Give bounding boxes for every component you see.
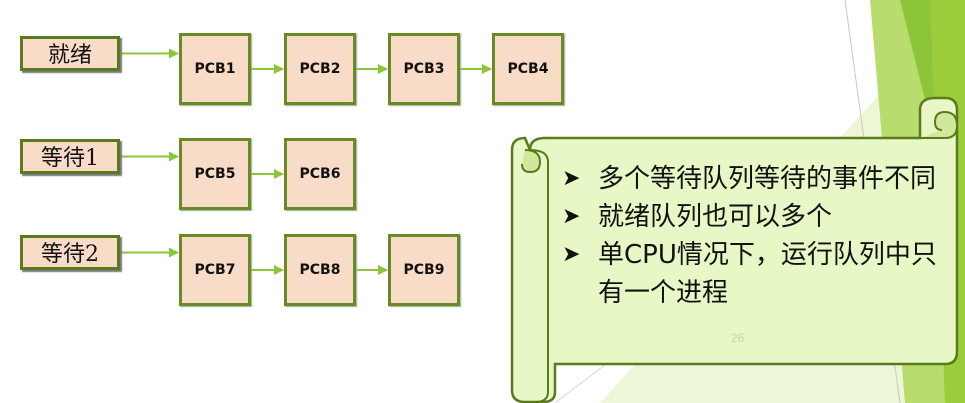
arrow-bullet-icon: ➤ bbox=[562, 166, 581, 191]
pcb-node-6: PCB6 bbox=[284, 138, 356, 210]
note-text: 多个等待队列等待的事件不同 bbox=[598, 164, 937, 194]
queue-label-ready: 就绪 bbox=[20, 36, 120, 71]
pcb-node-1: PCB1 bbox=[179, 33, 251, 105]
arrow-bullet-icon: ➤ bbox=[562, 204, 581, 229]
pcb-node-5: PCB5 bbox=[179, 138, 251, 210]
pcb-node-8: PCB8 bbox=[284, 234, 356, 306]
pcb-node-7: PCB7 bbox=[179, 234, 251, 306]
note-item: ➤ 单CPU情况下，运行队列中只有一个进程 bbox=[560, 236, 940, 312]
page-number: 26 bbox=[731, 331, 745, 345]
queue-label-wait1: 等待1 bbox=[20, 139, 120, 174]
queue-label-wait2: 等待2 bbox=[20, 235, 120, 270]
note-item: ➤ 就绪队列也可以多个 bbox=[560, 198, 940, 236]
scroll-shape bbox=[510, 96, 959, 403]
pcb-node-2: PCB2 bbox=[284, 33, 356, 105]
pcb-node-4: PCB4 bbox=[492, 33, 564, 105]
scroll-notes: ➤ 多个等待队列等待的事件不同 ➤ 就绪队列也可以多个 ➤ 单CPU情况下，运行… bbox=[560, 160, 940, 312]
pcb-node-3: PCB3 bbox=[388, 33, 460, 105]
pcb-node-9: PCB9 bbox=[388, 234, 460, 306]
note-text: 单CPU情况下，运行队列中只有一个进程 bbox=[598, 240, 937, 308]
note-text: 就绪队列也可以多个 bbox=[598, 202, 833, 232]
note-item: ➤ 多个等待队列等待的事件不同 bbox=[560, 160, 940, 198]
arrow-bullet-icon: ➤ bbox=[562, 242, 581, 267]
